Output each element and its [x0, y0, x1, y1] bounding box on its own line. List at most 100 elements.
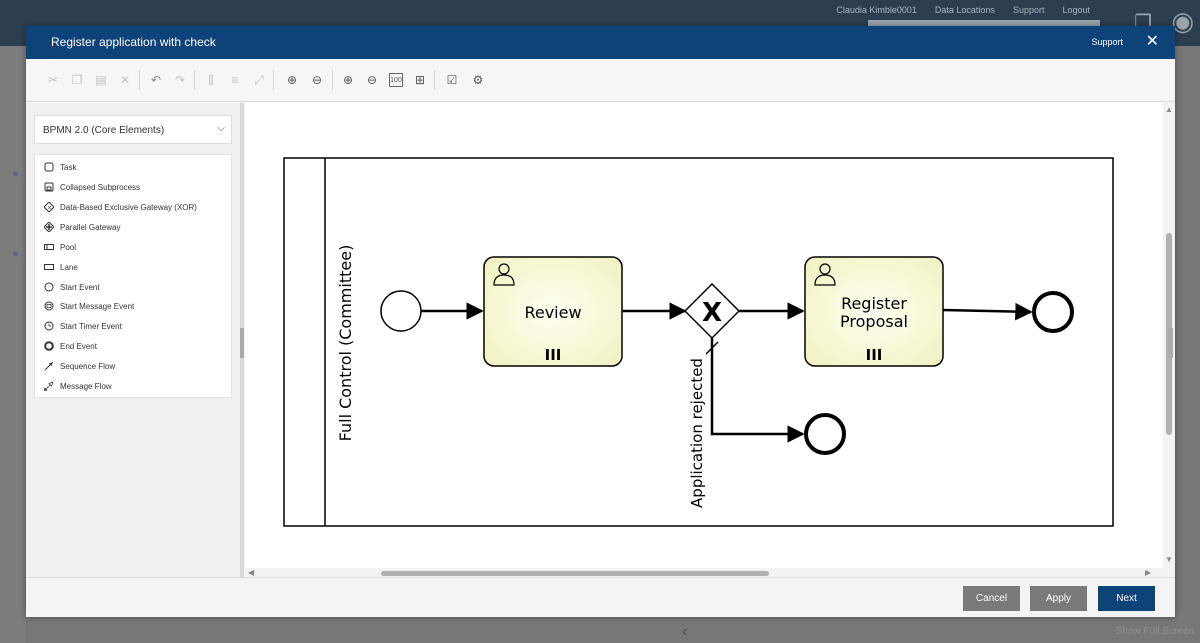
zoom-in-icon[interactable]: ⊕ [342, 73, 354, 87]
cancel-button[interactable]: Cancel [963, 586, 1020, 611]
task-register-proposal[interactable]: Register Proposal III [804, 256, 944, 367]
palette-item-label: Lane [60, 262, 78, 272]
start-event-icon [43, 282, 54, 293]
svg-text:×: × [47, 205, 52, 212]
subprocess-icon [43, 182, 54, 193]
undo-icon[interactable]: ↶ [150, 73, 162, 87]
palette-item-label: Parallel Gateway [60, 222, 121, 232]
add-lane-icon[interactable]: ⊕ [286, 73, 298, 87]
default-flow-marker [705, 341, 719, 355]
sequence-flow-rejected[interactable] [710, 338, 805, 443]
toolbar-separator [434, 70, 435, 90]
palette-item-start-message-event[interactable]: Start Message Event [43, 298, 134, 314]
bpmn-diagram: Full Control (Committee) Review III X [283, 157, 1114, 527]
palette-item-label: Data-Based Exclusive Gateway (XOR) [60, 202, 197, 212]
task-review[interactable]: Review III [483, 256, 623, 367]
palette-item-xor-gateway[interactable]: × Data-Based Exclusive Gateway (XOR) [43, 199, 197, 215]
align-horizontal-icon[interactable]: ≡ [231, 73, 239, 87]
scroll-left-icon[interactable]: ◀ [248, 568, 255, 577]
right-panel-grip[interactable] [1168, 328, 1173, 358]
scroll-up-icon[interactable]: ▲ [1165, 105, 1173, 114]
apply-button[interactable]: Apply [1030, 586, 1087, 611]
palette-item-message-flow[interactable]: Message Flow [43, 378, 112, 394]
pool[interactable] [283, 157, 1114, 527]
close-icon[interactable]: ✕ [1145, 33, 1159, 50]
background-search [868, 20, 1100, 26]
toolbar-separator [139, 70, 140, 90]
background-user: Claudia Kimble0001 [836, 5, 917, 15]
message-event-icon [43, 301, 54, 312]
horizontal-scrollbar[interactable]: ◀ ▶ [245, 568, 1174, 578]
palette-item-pool[interactable]: Pool [43, 239, 76, 255]
sequence-flow-register-end[interactable] [942, 302, 1033, 321]
redo-icon[interactable]: ↷ [174, 73, 186, 87]
lane-icon [43, 262, 54, 273]
end-event[interactable] [1032, 291, 1074, 333]
simulate-icon[interactable]: ⚙ [472, 73, 484, 87]
palette-item-label: Message Flow [60, 381, 112, 391]
palette-splitter[interactable] [240, 103, 244, 577]
diagram-canvas[interactable]: Full Control (Committee) Review III X [245, 103, 1174, 578]
background-data-locations: Data Locations [934, 5, 995, 15]
palette-item-label: Pool [60, 242, 77, 252]
palette-item-collapsed-subprocess[interactable]: Collapsed Subprocess [43, 179, 140, 195]
xor-gateway[interactable]: X [683, 282, 741, 340]
background-sidebar-icon: ● [12, 246, 20, 260]
palette-item-end-event[interactable]: End Event [43, 338, 97, 354]
toolbar-separator [194, 70, 195, 90]
end-event-rejected[interactable] [804, 413, 846, 455]
toolbar-separator [273, 70, 274, 90]
validate-icon[interactable]: ☑ [446, 73, 458, 87]
palette-item-label: Collapsed Subprocess [60, 182, 141, 192]
palette-item-sequence-flow[interactable]: Sequence Flow [43, 358, 115, 374]
remove-lane-icon[interactable]: ⊖ [311, 73, 323, 87]
horizontal-scroll-thumb[interactable] [381, 571, 769, 576]
toolbar-separator [332, 70, 333, 90]
pool-icon [43, 242, 54, 253]
lane-label[interactable]: Full Control (Committee) [336, 245, 355, 442]
background-chevron-left-icon: ‹ [682, 623, 688, 640]
palette-item-label: End Event [60, 341, 97, 351]
background-links: Claudia Kimble0001 Data Locations Suppor… [836, 5, 1090, 15]
start-event[interactable] [380, 290, 422, 332]
next-button[interactable]: Next [1098, 586, 1155, 611]
task-register-label-line1: Register [841, 294, 907, 313]
scroll-down-icon[interactable]: ▼ [1165, 555, 1173, 564]
palette-item-label: Start Message Event [60, 301, 135, 311]
modal-dialog: Register application with check Support … [26, 26, 1175, 617]
user-icon [814, 263, 836, 286]
zoom-100-icon[interactable]: 100 [389, 73, 403, 87]
delete-icon[interactable]: ✕ [119, 73, 131, 87]
splitter-grip[interactable] [240, 328, 244, 358]
background-avatar-icon: ◉ [1171, 6, 1194, 36]
toolbar: ✂ ❐ ▤ ✕ ↶ ↷ ⫼ ≡ ⤢ ⊕ ⊖ ⊕ ⊖ 100 ⊞ ☑ ⚙ [26, 59, 1175, 102]
palette-item-lane[interactable]: Lane [43, 259, 78, 275]
palette-selected: BPMN 2.0 (Core Elements) [43, 125, 165, 136]
palette-item-start-event[interactable]: Start Event [43, 279, 100, 295]
cut-icon[interactable]: ✂ [47, 73, 59, 87]
chevron-down-icon: ⌵ [217, 123, 225, 134]
flow-label-rejected[interactable]: Application rejected [688, 358, 706, 508]
palette-item-start-timer-event[interactable]: Start Timer Event [43, 318, 122, 334]
resize-icon[interactable]: ⤢ [254, 72, 264, 87]
task-icon [43, 162, 54, 173]
palette-panel: BPMN 2.0 (Core Elements) ⌵ Task Collapse… [26, 103, 240, 577]
scroll-right-icon[interactable]: ▶ [1145, 568, 1152, 577]
palette-item-task[interactable]: Task [43, 159, 76, 175]
palette-item-parallel-gateway[interactable]: Parallel Gateway [43, 219, 120, 235]
support-link[interactable]: Support [1091, 37, 1123, 47]
user-icon [493, 263, 515, 286]
task-register-label-line2: Proposal [840, 312, 908, 331]
align-vertical-icon[interactable]: ⫼ [208, 72, 214, 87]
palette-dropdown[interactable]: BPMN 2.0 (Core Elements) ⌵ [34, 115, 232, 144]
multi-instance-icon: III [545, 346, 562, 364]
modal-title: Register application with check [51, 35, 216, 49]
paste-icon[interactable]: ▤ [95, 73, 107, 87]
zoom-out-icon[interactable]: ⊖ [366, 73, 378, 87]
background-logout: Logout [1062, 5, 1090, 15]
background-sidebar: ● ● [0, 46, 26, 643]
fit-to-screen-icon[interactable]: ⊞ [414, 73, 426, 87]
timer-event-icon [43, 321, 54, 332]
copy-icon[interactable]: ❐ [71, 73, 83, 87]
gateway-x-icon: X [702, 298, 722, 328]
